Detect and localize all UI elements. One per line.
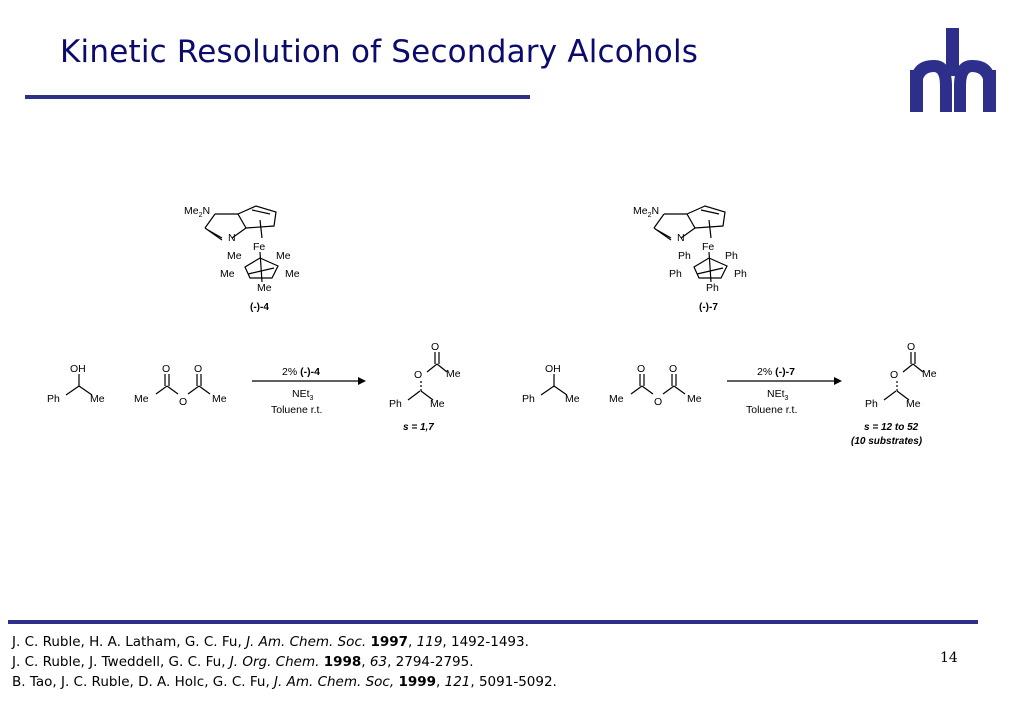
svg-text:Me: Me	[609, 393, 624, 405]
svg-text:O: O	[162, 363, 170, 375]
selectivity-2: s = 12 to 52	[864, 422, 919, 433]
svg-text:Me: Me	[922, 368, 937, 380]
selectivity-1: s = 1,7	[403, 422, 434, 433]
svg-text:N: N	[228, 232, 236, 244]
reference-2: J. C. Ruble, J. Tweddell, G. C. Fu, J. O…	[12, 654, 474, 670]
svg-text:Ph: Ph	[669, 268, 682, 280]
svg-text:Toluene r.t.: Toluene r.t.	[271, 404, 322, 416]
svg-text:Me: Me	[257, 282, 272, 294]
slide-title: Kinetic Resolution of Secondary Alcohols	[60, 34, 699, 70]
reference-1: J. C. Ruble, H. A. Latham, G. C. Fu, J. …	[12, 634, 529, 650]
svg-text:Ph: Ph	[734, 268, 747, 280]
svg-text:Ph: Ph	[725, 250, 738, 262]
svg-text:Me: Me	[687, 393, 702, 405]
svg-text:OH: OH	[545, 363, 561, 375]
page-number: 14	[940, 650, 958, 666]
svg-text:O: O	[179, 396, 187, 408]
svg-text:N: N	[677, 232, 685, 244]
reference-3: B. Tao, J. C. Ruble, D. A. Holc, G. C. F…	[12, 674, 557, 690]
svg-text:Me2N: Me2N	[184, 205, 210, 219]
reaction-1-bonds	[65, 352, 448, 401]
svg-text:OH: OH	[70, 363, 86, 375]
svg-text:Ph: Ph	[522, 393, 535, 405]
reaction-2-bonds	[540, 352, 924, 401]
svg-text:NEt3: NEt3	[292, 388, 314, 402]
svg-text:Me: Me	[276, 250, 291, 262]
svg-text:2% (-)-4: 2% (-)-4	[282, 366, 320, 378]
svg-text:O: O	[654, 396, 662, 408]
svg-text:O: O	[890, 369, 898, 381]
svg-text:O: O	[637, 363, 645, 375]
catalyst-7-label: (-)-7	[699, 302, 718, 313]
svg-text:O: O	[907, 341, 915, 353]
svg-text:Ph: Ph	[47, 393, 60, 405]
svg-text:O: O	[414, 369, 422, 381]
svg-text:Ph: Ph	[706, 282, 719, 294]
catalyst-4-structure	[204, 205, 279, 283]
svg-text:Ph: Ph	[389, 398, 402, 410]
svg-text:Me: Me	[906, 398, 921, 410]
svg-text:Toluene r.t.: Toluene r.t.	[746, 404, 797, 416]
svg-text:2% (-)-7: 2% (-)-7	[757, 366, 795, 378]
title-underline	[25, 95, 530, 99]
svg-text:Ph: Ph	[865, 398, 878, 410]
svg-text:Me: Me	[565, 393, 580, 405]
svg-text:Me: Me	[220, 268, 235, 280]
catalyst-7-structure	[653, 205, 728, 283]
svg-text:Me2N: Me2N	[633, 205, 659, 219]
reaction-scheme: Me2N N Fe Me Me Me Me Me (-)-4 Me2N N Fe…	[47, 205, 937, 447]
svg-text:O: O	[669, 363, 677, 375]
svg-text:Me: Me	[212, 393, 227, 405]
university-logo	[910, 28, 996, 112]
footer-rule	[8, 620, 978, 624]
svg-text:Ph: Ph	[678, 250, 691, 262]
svg-text:Me: Me	[227, 250, 242, 262]
catalyst-4-label: (-)-4	[250, 302, 269, 313]
svg-text:O: O	[194, 363, 202, 375]
substrate-count: (10 substrates)	[851, 436, 923, 447]
svg-text:Me: Me	[285, 268, 300, 280]
svg-text:Me: Me	[446, 368, 461, 380]
svg-text:O: O	[431, 341, 439, 353]
svg-text:Me: Me	[134, 393, 149, 405]
svg-text:Fe: Fe	[702, 241, 714, 253]
svg-text:Me: Me	[90, 393, 105, 405]
svg-text:Fe: Fe	[253, 241, 265, 253]
svg-text:NEt3: NEt3	[767, 388, 789, 402]
svg-text:Me: Me	[430, 398, 445, 410]
references: J. C. Ruble, H. A. Latham, G. C. Fu, J. …	[12, 632, 557, 692]
